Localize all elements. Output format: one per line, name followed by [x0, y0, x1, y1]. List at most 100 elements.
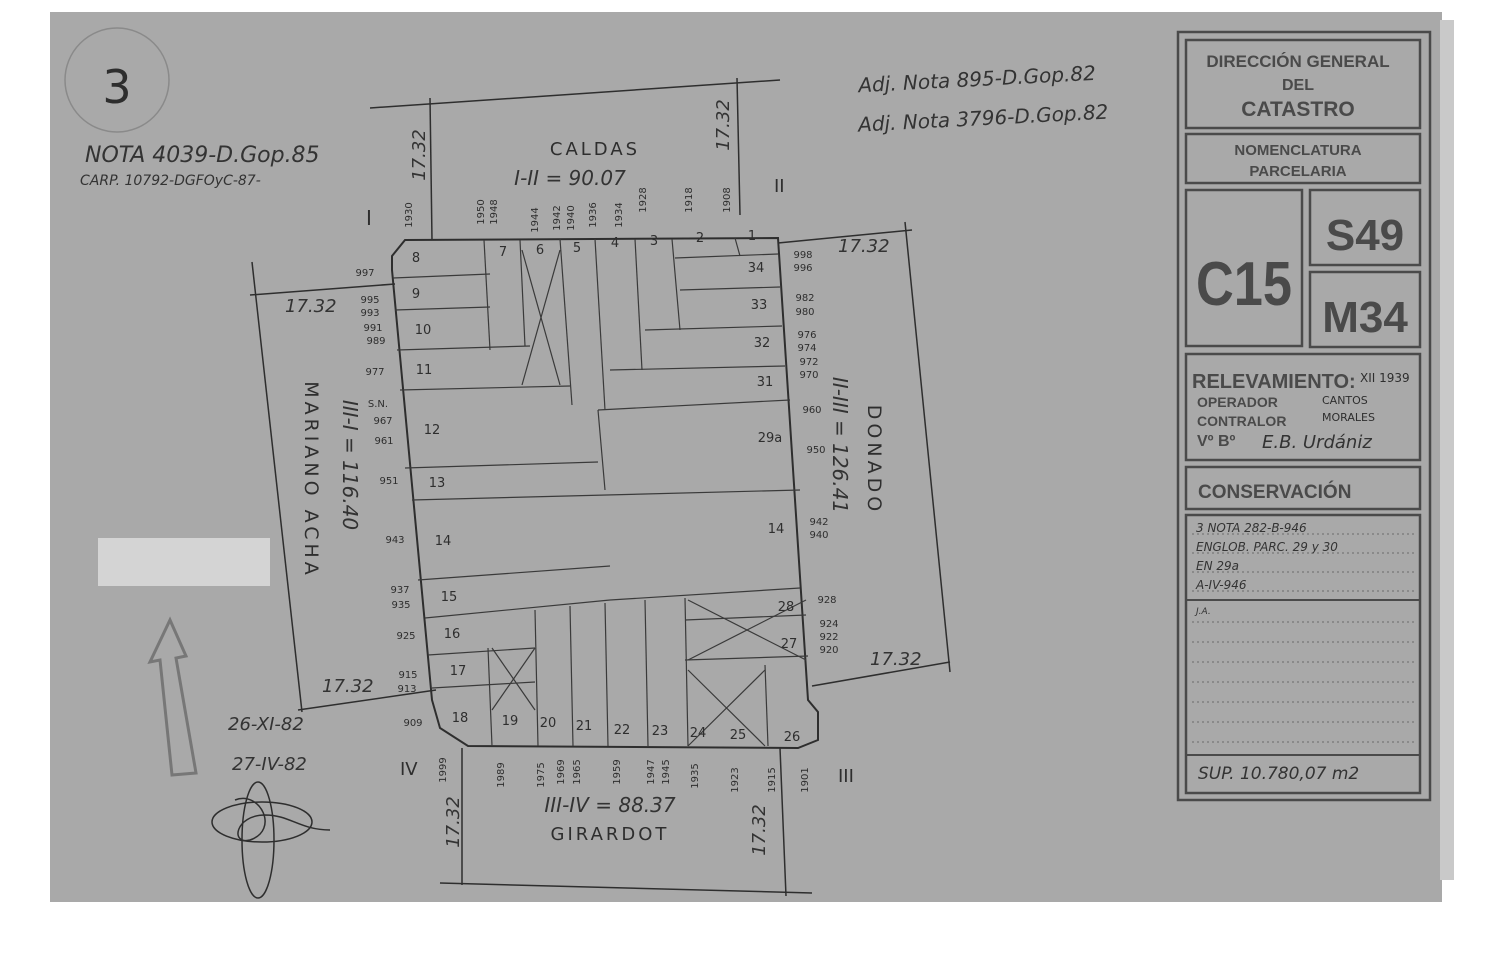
- corner-I: I: [366, 206, 372, 230]
- dimension-17-32: 17.32: [749, 804, 770, 856]
- house-number-left: 925: [396, 631, 415, 642]
- lot-number: 14: [435, 534, 452, 549]
- house-number-left: 997: [355, 268, 374, 279]
- lot-number: 18: [452, 711, 469, 726]
- lot-divisions: [392, 237, 809, 747]
- lot-number: 29a: [758, 431, 783, 446]
- conservation-note-1: 3 NOTA 282-B-946: [1196, 521, 1307, 535]
- house-number-top: 1948: [489, 199, 500, 224]
- house-number-top: 1936: [588, 202, 599, 227]
- corner-II: II: [774, 176, 785, 197]
- conservacion-label: CONSERVACIÓN: [1198, 481, 1351, 503]
- lot-number: 16: [444, 627, 461, 642]
- relevamiento-label: RELEVAMIENTO:: [1192, 371, 1356, 393]
- lot-number: 17: [450, 664, 467, 679]
- lot-number: 5: [573, 241, 581, 256]
- erased-patch: [98, 538, 270, 586]
- notes-dotted-lines: [1192, 533, 1414, 743]
- house-number-right: 998: [793, 250, 812, 261]
- contralor-label: CONTRALOR: [1197, 413, 1286, 429]
- lot-number: 1: [748, 229, 756, 244]
- house-number-left: 989: [366, 336, 385, 347]
- house-number-right: 924: [819, 619, 838, 630]
- lot-number: 20: [540, 716, 557, 731]
- street-name-mariano-acha: MARIANO ACHA: [300, 381, 322, 579]
- lot-number: 12: [424, 423, 441, 438]
- house-number-top: 1930: [404, 202, 415, 227]
- superficie: SUP. 10.780,07 m2: [1198, 764, 1359, 784]
- house-number-left: 913: [397, 684, 416, 695]
- title-block: [1176, 30, 1432, 802]
- house-number-top: 1934: [614, 202, 625, 227]
- dimension-lines: [249, 77, 951, 897]
- seccion-code: S49: [1326, 211, 1404, 260]
- house-number-top: 1908: [722, 187, 733, 212]
- lot-number: 28: [778, 600, 795, 615]
- manzana-code: M34: [1322, 293, 1408, 342]
- house-number-bottom: 1999: [438, 757, 449, 782]
- lot-number: 9: [412, 287, 420, 302]
- corner-III: III: [838, 766, 854, 787]
- lot-number: 32: [754, 336, 771, 351]
- side-length-bottom: III-IV = 88.37: [544, 793, 675, 817]
- house-number-right: 950: [806, 445, 825, 456]
- note-nota: NOTA 4039-D.Gop.85: [85, 143, 320, 168]
- operador-label: OPERADOR: [1197, 394, 1278, 410]
- house-number-left: 991: [363, 323, 382, 334]
- house-number-left: S.N.: [368, 399, 388, 410]
- house-number-left: 909: [403, 718, 422, 729]
- house-number-left: 935: [391, 600, 410, 611]
- house-number-right: 980: [795, 307, 814, 318]
- sheet-number-circle: [64, 27, 170, 133]
- lot-number: 7: [499, 245, 507, 260]
- lot-number: 13: [429, 476, 446, 491]
- house-number-top: 1944: [530, 207, 541, 232]
- house-number-right: 976: [797, 330, 816, 341]
- dimension-17-32: 17.32: [285, 296, 337, 317]
- house-number-bottom: 1959: [612, 759, 623, 784]
- conservation-note-3: EN 29a: [1196, 559, 1239, 573]
- side-length-right: II-III = 126.41: [828, 377, 852, 513]
- date-1: 26-XI-82: [228, 714, 304, 735]
- date-2: 27-IV-82: [232, 754, 307, 775]
- house-number-left: 993: [360, 308, 379, 319]
- house-number-left: 937: [390, 585, 409, 596]
- lot-number: 23: [652, 724, 669, 739]
- lot-number: 24: [690, 726, 707, 741]
- house-number-bottom: 1901: [800, 767, 811, 792]
- house-number-bottom: 1923: [730, 767, 741, 792]
- house-number-right: 940: [809, 530, 828, 541]
- lot-number: 27: [781, 637, 798, 652]
- house-number-bottom: 1935: [690, 763, 701, 788]
- house-number-bottom: 1965: [572, 759, 583, 784]
- house-number-right: 920: [819, 645, 838, 656]
- lot-number: 26: [784, 730, 801, 745]
- house-number-top: 1918: [684, 187, 695, 212]
- house-number-right: 928: [817, 595, 836, 606]
- house-number-bottom: 1915: [767, 767, 778, 792]
- relevamiento-value: XII 1939: [1360, 371, 1410, 385]
- lot-number: 8: [412, 251, 420, 266]
- lot-number: 2: [696, 231, 704, 246]
- contralor-value: MORALES: [1322, 411, 1375, 424]
- house-number-bottom: 1989: [496, 762, 507, 787]
- lot-number: 25: [730, 728, 747, 743]
- operador-value: CANTOS: [1322, 394, 1368, 407]
- dimension-17-32: 17.32: [870, 649, 922, 670]
- house-number-left: 967: [373, 416, 392, 427]
- lot-number: 31: [757, 375, 774, 390]
- lot-number: 33: [751, 298, 768, 313]
- house-number-bottom: 1947: [646, 759, 657, 784]
- house-number-top: 1928: [638, 187, 649, 212]
- corner-IV: IV: [400, 759, 418, 780]
- house-number-top: 1942: [552, 205, 563, 230]
- paper-background: [50, 12, 1442, 902]
- lot-number: 11: [416, 363, 433, 378]
- conservation-note-5: J.A.: [1194, 607, 1211, 617]
- block-outline: [391, 236, 819, 750]
- vb-signature: E.B. Urdániz: [1262, 432, 1372, 453]
- conservation-note-4: A-IV-946: [1195, 578, 1247, 592]
